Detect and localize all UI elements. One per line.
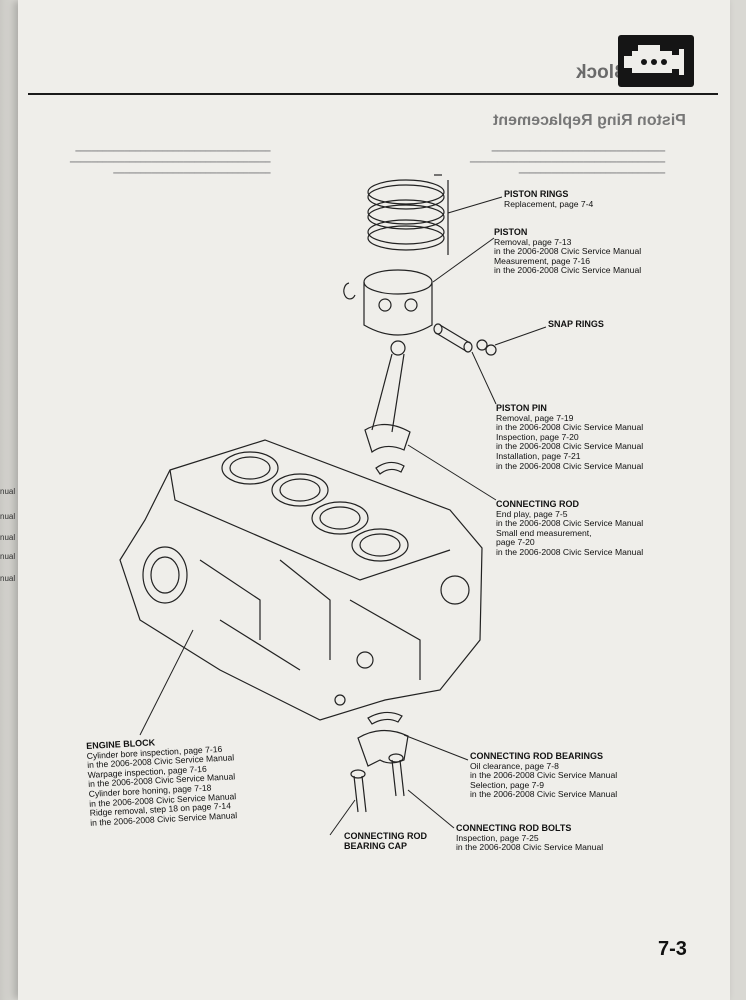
callout-connecting-rod-bearings: CONNECTING ROD BEARINGS Oil clearance, p… [470, 751, 618, 800]
margin-fragment: nual [0, 574, 16, 583]
callout-line: Inspection, page 7-25 [456, 832, 539, 843]
callout-line: Replacement, page 7-4 [504, 198, 594, 209]
callout-connecting-rod: CONNECTING ROD End play, page 7-5 in the… [496, 499, 644, 558]
callout-line: Inspection, page 7-20 [496, 431, 579, 442]
callout-line: End play, page 7-5 [496, 508, 568, 519]
margin-fragment: nual [0, 533, 16, 542]
callout-title: BEARING CAP [344, 840, 408, 851]
callout-line: Measurement, page 7-16 [494, 255, 591, 266]
margin-fragment: nual [0, 487, 16, 496]
connecting-rod-drawing [364, 340, 411, 475]
callout-title: CONNECTING ROD [344, 831, 427, 841]
callout-piston-pin: PISTON PIN Removal, page 7-19 in the 200… [496, 403, 644, 471]
margin-fragment: nual [0, 512, 16, 521]
callout-title: SNAP RINGS [548, 319, 604, 329]
callout-line: Oil clearance, page 7-8 [470, 760, 559, 771]
piston-rings-drawing [367, 174, 449, 255]
manual-page [18, 0, 730, 1000]
callout-line: Selection, page 7-9 [470, 779, 545, 790]
callout-title: PISTON RINGS [504, 189, 569, 199]
callout-line: Installation, page 7-21 [496, 450, 581, 461]
callout-line: in the 2006-2008 Civic Service Manual [456, 842, 604, 853]
callout-line: in the 2006-2008 Civic Service Manual [496, 518, 644, 529]
callout-line: in the 2006-2008 Civic Service Manual [494, 265, 642, 276]
bearing-cap-drawing [350, 711, 409, 813]
callout-line: Removal, page 7-19 [496, 412, 574, 423]
previous-page-edge: nual nual nual nual nual [0, 0, 20, 1000]
callout-engine-block: ENGINE BLOCK Cylinder bore inspection, p… [86, 734, 237, 828]
callout-line: in the 2006-2008 Civic Service Manual [496, 546, 644, 557]
engine-block-drawing [119, 439, 483, 721]
callout-title: PISTON [494, 227, 528, 237]
callout-line: in the 2006-2008 Civic Service Manual [470, 770, 618, 781]
callout-line: in the 2006-2008 Civic Service Manual [496, 422, 644, 433]
piston-drawing [343, 269, 433, 336]
callout-line: page 7-20 [496, 537, 535, 548]
page-number: 7-3 [658, 938, 687, 960]
callout-line: in the 2006-2008 Civic Service Manual [494, 246, 642, 257]
callout-piston-rings: PISTON RINGS Replacement, page 7-4 [504, 189, 594, 209]
engine-icon [618, 35, 694, 87]
callout-title: CONNECTING ROD BEARINGS [470, 751, 604, 761]
callout-line: Small end measurement, [496, 527, 592, 538]
callout-line: in the 2006-2008 Civic Service Manual [470, 789, 618, 800]
margin-fragment: nual [0, 552, 16, 561]
callout-line: in the 2006-2008 Civic Service Manual [496, 441, 644, 452]
callout-piston: PISTON Removal, page 7-13 in the 2006-20… [494, 227, 642, 276]
callout-title: CONNECTING ROD BOLTS [456, 823, 572, 833]
header-rule [28, 93, 718, 95]
piston-pin-drawing [433, 323, 497, 356]
callout-snap-rings: SNAP RINGS [548, 319, 604, 330]
callout-title: CONNECTING ROD [496, 499, 579, 509]
callout-line: in the 2006-2008 Civic Service Manual [496, 460, 644, 471]
callout-bearing-cap: CONNECTING ROD BEARING CAP [344, 831, 427, 851]
leader-lines [139, 196, 547, 836]
callout-line: Removal, page 7-13 [494, 236, 572, 247]
callout-connecting-rod-bolts: CONNECTING ROD BOLTS Inspection, page 7-… [456, 823, 604, 853]
callout-title: PISTON PIN [496, 403, 547, 413]
